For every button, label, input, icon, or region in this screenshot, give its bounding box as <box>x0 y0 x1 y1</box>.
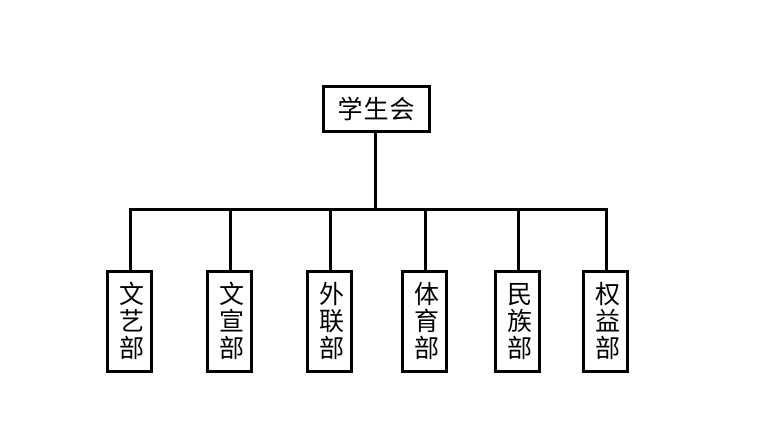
org-node-child-5: 民族部 <box>494 270 541 373</box>
connector-horizontal-bus <box>129 208 608 211</box>
connector-drop-4 <box>424 210 427 271</box>
org-node-child-1: 文艺部 <box>106 270 153 373</box>
org-node-root-label: 学生会 <box>337 94 416 124</box>
org-node-child-6-label: 权益部 <box>591 281 621 362</box>
connector-drop-6 <box>605 210 608 271</box>
connector-drop-1 <box>129 210 132 271</box>
org-node-child-6: 权益部 <box>582 270 629 373</box>
connector-root-stem <box>374 132 377 211</box>
connector-drop-3 <box>329 210 332 271</box>
org-node-child-1-label: 文艺部 <box>115 281 145 362</box>
org-node-child-4: 体育部 <box>401 270 448 373</box>
org-node-child-4-label: 体育部 <box>410 281 440 362</box>
connector-drop-2 <box>229 210 232 271</box>
org-node-child-2-label: 文宣部 <box>215 281 245 362</box>
connector-drop-5 <box>517 210 520 271</box>
org-node-child-3: 外联部 <box>306 270 353 373</box>
org-node-child-3-label: 外联部 <box>315 281 345 362</box>
org-node-child-5-label: 民族部 <box>503 281 533 362</box>
org-node-root: 学生会 <box>322 85 431 133</box>
org-node-child-2: 文宣部 <box>206 270 253 373</box>
